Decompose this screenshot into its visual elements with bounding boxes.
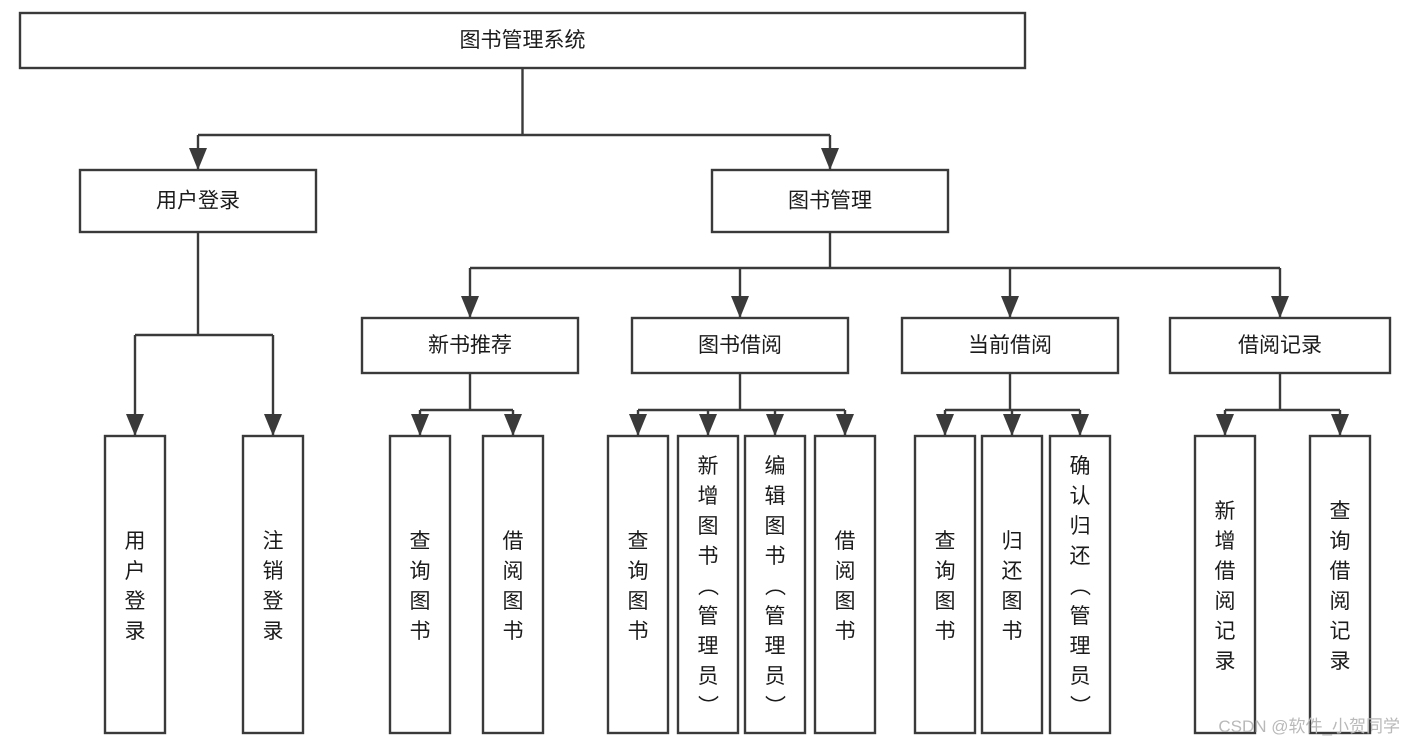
node-leaf-query-book-rec[interactable]: 查询图书 — [388, 434, 452, 735]
node-new-book-recommend[interactable]: 新书推荐 — [360, 316, 580, 375]
node-label: 图书借阅 — [698, 334, 782, 357]
arrow-head-icon — [629, 414, 647, 436]
node-borrow-record[interactable]: 借阅记录 — [1168, 316, 1392, 375]
node-leaf-confirm-return[interactable]: 确认归还（管理员） — [1048, 434, 1112, 735]
csdn-watermark: CSDN @软件_小贺同学 — [1218, 717, 1400, 736]
node-leaf-query-book-cur[interactable]: 查询图书 — [913, 434, 977, 735]
node-box[interactable] — [710, 168, 950, 234]
arrow-head-icon — [1271, 296, 1289, 318]
node-layer: 图书管理系统用户登录图书管理新书推荐图书借阅当前借阅借阅记录用户登录注销登录查询… — [18, 11, 1392, 735]
arrow-head-icon — [731, 296, 749, 318]
arrow-head-icon — [189, 148, 207, 170]
arrow-head-icon — [936, 414, 954, 436]
node-label: 注销登录 — [263, 530, 284, 643]
arrow-head-icon — [1331, 414, 1349, 436]
node-box[interactable] — [813, 434, 877, 735]
arrow-head-icon — [411, 414, 429, 436]
arrow-head-icon — [821, 148, 839, 170]
arrow-head-icon — [264, 414, 282, 436]
node-label: 借阅记录 — [1238, 334, 1322, 357]
node-box[interactable] — [900, 316, 1120, 375]
node-box[interactable] — [606, 434, 670, 735]
node-leaf-edit-book[interactable]: 编辑图书（管理员） — [743, 434, 807, 735]
node-label: 确认归还（管理员） — [1070, 455, 1092, 718]
node-leaf-query-book-borrow[interactable]: 查询图书 — [606, 434, 670, 735]
node-label: 编辑图书（管理员） — [765, 455, 787, 718]
node-box[interactable] — [360, 316, 580, 375]
node-label: 用户登录 — [156, 190, 240, 213]
node-leaf-add-record[interactable]: 新增借阅记录 — [1193, 434, 1257, 735]
node-box[interactable] — [103, 434, 167, 735]
node-label: 查询图书 — [935, 530, 956, 643]
node-label: 新增图书（管理员） — [698, 455, 720, 718]
node-box[interactable] — [676, 434, 740, 735]
node-current-borrow[interactable]: 当前借阅 — [900, 316, 1120, 375]
arrow-head-icon — [1003, 414, 1021, 436]
node-box[interactable] — [241, 434, 305, 735]
node-box[interactable] — [78, 168, 318, 234]
node-box[interactable] — [980, 434, 1044, 735]
connector-layer — [126, 68, 1349, 436]
watermark-layer: CSDN @软件_小贺同学 — [1218, 717, 1400, 736]
node-leaf-borrow-book-rec[interactable]: 借阅图书 — [481, 434, 545, 735]
arrow-head-icon — [1071, 414, 1089, 436]
node-box[interactable] — [743, 434, 807, 735]
node-user-login[interactable]: 用户登录 — [78, 168, 318, 234]
arrow-head-icon — [126, 414, 144, 436]
node-book-borrow[interactable]: 图书借阅 — [630, 316, 850, 375]
node-label: 新增借阅记录 — [1215, 500, 1236, 673]
node-box[interactable] — [481, 434, 545, 735]
node-label: 借阅图书 — [835, 530, 856, 643]
node-root[interactable]: 图书管理系统 — [18, 11, 1027, 70]
node-leaf-query-record[interactable]: 查询借阅记录 — [1308, 434, 1372, 735]
arrow-head-icon — [1001, 296, 1019, 318]
node-box[interactable] — [388, 434, 452, 735]
node-leaf-return-book[interactable]: 归还图书 — [980, 434, 1044, 735]
node-box[interactable] — [18, 11, 1027, 70]
node-label: 用户登录 — [125, 530, 146, 643]
node-leaf-user-login[interactable]: 用户登录 — [103, 434, 167, 735]
node-box[interactable] — [1193, 434, 1257, 735]
node-box[interactable] — [1308, 434, 1372, 735]
arrow-head-icon — [1216, 414, 1234, 436]
node-leaf-borrow-book[interactable]: 借阅图书 — [813, 434, 877, 735]
node-label: 查询图书 — [628, 530, 649, 643]
node-box[interactable] — [1168, 316, 1392, 375]
node-label: 图书管理系统 — [460, 29, 586, 52]
node-leaf-add-book[interactable]: 新增图书（管理员） — [676, 434, 740, 735]
arrow-head-icon — [766, 414, 784, 436]
arrow-head-icon — [699, 414, 717, 436]
node-label: 查询借阅记录 — [1330, 500, 1351, 673]
node-label: 归还图书 — [1002, 530, 1023, 643]
arrow-head-icon — [836, 414, 854, 436]
node-leaf-logout[interactable]: 注销登录 — [241, 434, 305, 735]
node-label: 新书推荐 — [428, 334, 512, 357]
node-label: 当前借阅 — [968, 334, 1052, 357]
node-box[interactable] — [913, 434, 977, 735]
arrow-head-icon — [504, 414, 522, 436]
node-label: 查询图书 — [410, 530, 431, 643]
node-book-manage[interactable]: 图书管理 — [710, 168, 950, 234]
arrow-head-icon — [461, 296, 479, 318]
node-box[interactable] — [1048, 434, 1112, 735]
node-box[interactable] — [630, 316, 850, 375]
node-label: 借阅图书 — [503, 530, 524, 643]
node-label: 图书管理 — [788, 190, 872, 213]
